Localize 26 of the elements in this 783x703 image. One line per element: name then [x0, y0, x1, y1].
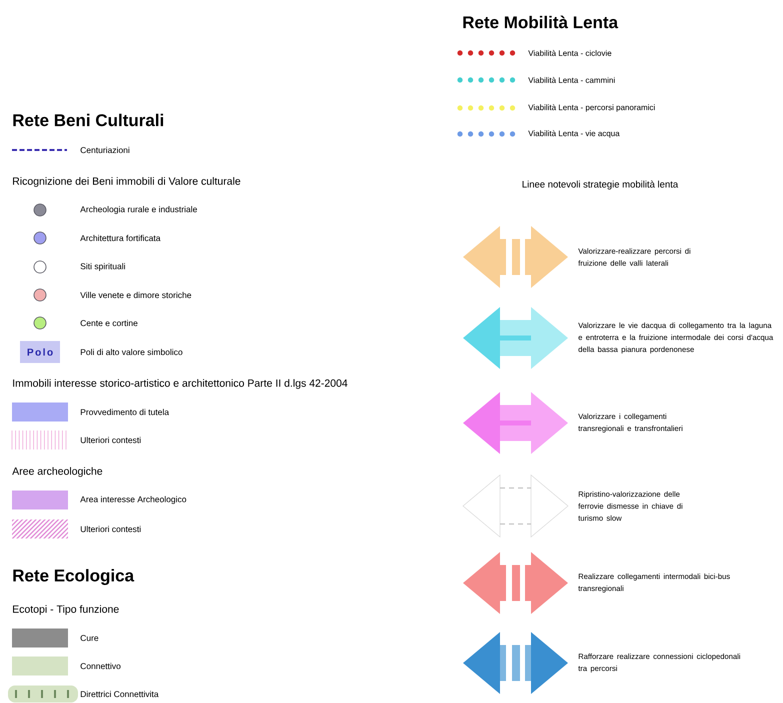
subheading: Immobili interesse storico-artistico e architettonico Parte II d.lgs 42-2004 — [13, 379, 348, 389]
legend-text: Archeologia rurale e industriale — [80, 206, 197, 214]
subheading: Aree archeologiche — [12, 467, 102, 477]
legend-text: Ulteriori contesti — [80, 526, 141, 532]
legend-text: Poli di alto valore simbolico — [80, 348, 182, 356]
legend-text: Siti spirituali — [80, 263, 125, 271]
subheading: Ricognizione dei Beni immobili di Valore culturale — [13, 177, 240, 187]
legend-text: Ulteriori contesti — [80, 436, 141, 444]
legend-text: Cente e cortine — [80, 320, 138, 326]
section-heading: Rete Mobilità Lenta — [463, 16, 618, 28]
legend-text: Viabilità Lenta - ciclovie — [528, 50, 612, 56]
subheading: Ecotopi - Tipo funzione — [13, 605, 119, 615]
section-heading: Rete Beni Culturali — [13, 114, 164, 126]
legend-text: Centuriazioni — [80, 146, 130, 154]
legend-text: Viabilità Lenta - vie acqua — [528, 130, 620, 138]
legend-text: Viabilità Lenta - cammini — [528, 77, 615, 83]
legend-text: Connettivo — [80, 662, 120, 670]
legend-text: Viabilità Lenta - percorsi panoramici — [528, 104, 655, 112]
legend-text: Ville venete e dimore storiche — [80, 292, 192, 298]
legend-text: Direttrici Connettivita — [80, 690, 159, 698]
section-heading: Rete Ecologica — [13, 569, 134, 585]
legend-text: Provvedimento di tutela — [80, 408, 169, 416]
legend-text: Architettura fortificata — [80, 234, 160, 242]
legend-text: Cure — [80, 635, 98, 641]
subheading: Linee notevoli strategie mobilità lenta — [522, 180, 678, 190]
legend-text: Area interesse Archeologico — [80, 496, 186, 504]
